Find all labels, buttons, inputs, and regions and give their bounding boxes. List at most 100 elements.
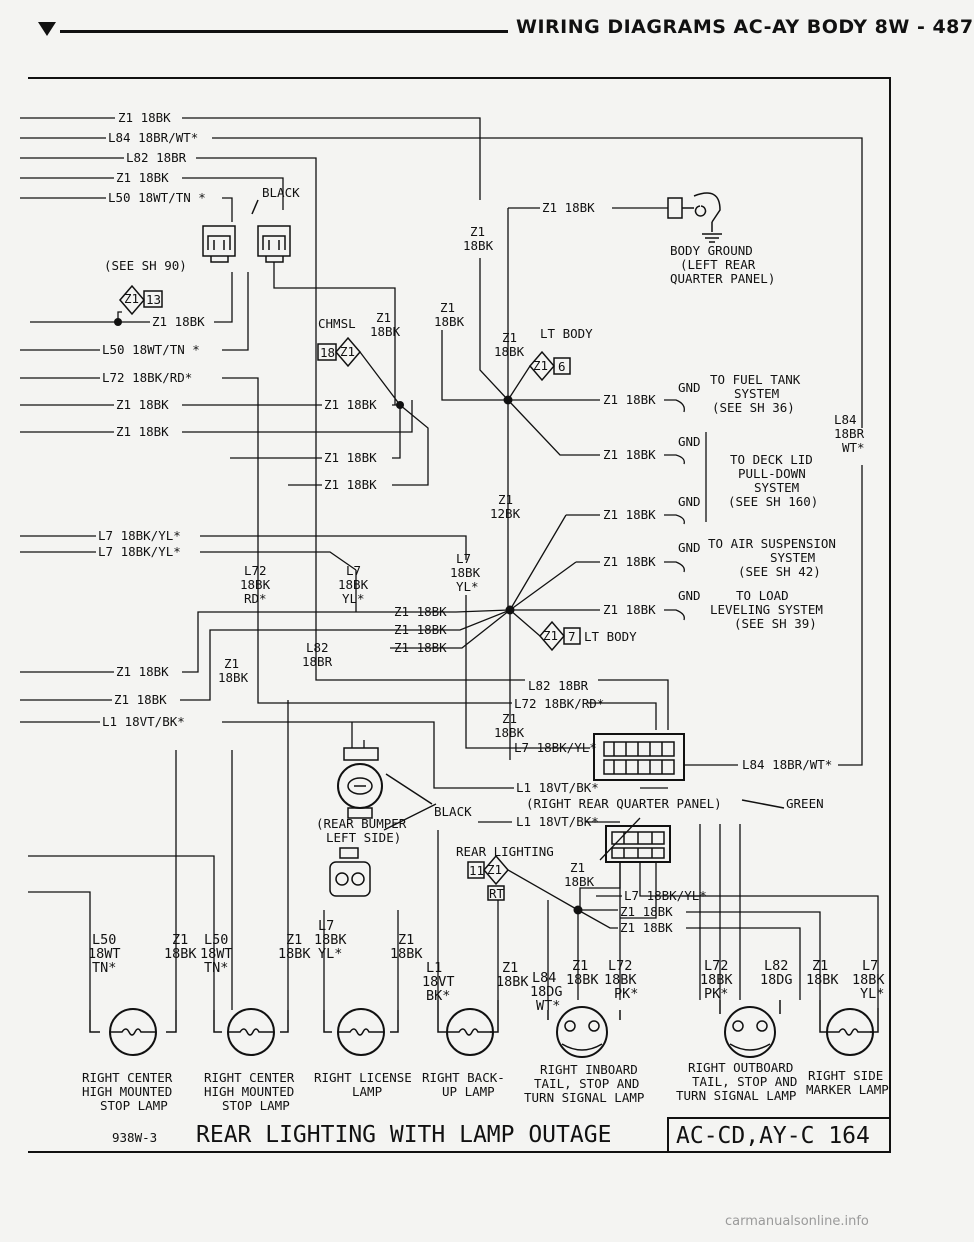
fuel-label-1: TO FUEL TANK [710,372,801,387]
lamp-name-ib-1: RIGHT INBOARD [540,1062,638,1077]
ground-icon [664,609,685,621]
connector-color-green: GREEN [786,796,824,811]
splice-7: 7 [568,629,576,644]
ob-l72-gauge: 18BK [700,972,733,988]
center-z1-top-gauge: 18BK [463,238,494,253]
air-label-2: SYSTEM [770,550,815,565]
deck-ground-wire: Z1 18BK [603,447,656,462]
lt-body-lower: LT BODY [584,629,637,644]
rear-lighting-label: REAR LIGHTING [456,844,554,859]
diagram-footer: 938W-3 REAR LIGHTING WITH LAMP OUTAGE AC… [112,1117,891,1153]
chmsl-z1: Z1 [376,310,391,325]
diagram-code: AC-CD,AY-C 164 [676,1123,870,1149]
connector-color-black: BLACK [434,804,472,819]
header-arrow-icon [38,22,56,36]
bu-l1: L1 [426,960,442,976]
body-ground-label-3: QUARTER PANEL) [670,271,775,286]
ground-icon [664,399,685,413]
bu-l1-gauge: 18VT [422,974,455,990]
lt-body-upper: LT BODY [540,326,593,341]
bulb-icon [724,1006,776,1058]
right-l84-color: WT* [842,440,865,455]
splice-rt: RT [489,886,505,901]
lower-z1-gauge: 18BK [494,725,525,740]
lamp-name-bu-1: RIGHT BACK- [422,1070,505,1085]
fuel-label-2: SYSTEM [734,386,779,401]
lamp-name-rc2-2: HIGH MOUNTED [204,1084,294,1099]
right-quarter-connector [588,679,738,781]
feed-z1-b: Z1 18BK [116,424,169,439]
lamp-feed-lines [28,700,399,1010]
rear-lighting-connector: REAR LIGHTING Z1 11 RT Z1 18BK L7 18BK/Y… [437,817,879,1008]
center-z1-12-gauge: 12BK [490,506,521,521]
feed-z1-second: Z1 18BK [116,170,169,185]
connector-icon [202,225,236,257]
page-title: WIRING DIAGRAMS AC-AY BODY 8W - 487 [516,16,974,38]
rear-bumper-connector: (REAR BUMPER LEFT SIDE) BLACK (RIGHT REA… [316,722,824,897]
connector-icon [257,225,291,257]
lamp-name-bu-2: UP LAMP [442,1084,495,1099]
rc2-l50: L50 [204,932,228,948]
deck-ground-wire-2: Z1 18BK [603,507,656,522]
lamp-name-rc1-3: STOP LAMP [100,1098,168,1113]
feed-l7-a: L7 18BK/YL* [98,528,181,543]
feed-z1-c: Z1 18BK [116,664,169,679]
arrow-icon [741,799,785,809]
gnd-load: GND [678,588,701,603]
mid-l7-color: YL* [342,591,365,606]
load-label-1: TO LOAD [736,588,789,603]
center-z1-mid-gauge: 18BK [494,344,525,359]
load-label-3: (SEE SH 39) [734,616,817,631]
diagram-frame [28,77,891,1153]
lic-z1-gauge: 18BK [390,946,423,962]
see-sh-90: (SEE SH 90) [104,258,187,273]
feed-z1-top: Z1 18BK [118,110,171,125]
lic-l7-color: YL* [318,946,342,962]
lamp-name-sm-2: MARKER LAMP [806,1082,889,1097]
air-ground-wire: Z1 18BK [603,554,656,569]
ob-l82: L82 [764,958,788,974]
mid-z1-gauge: 18BK [218,670,249,685]
splice-dot [396,401,404,409]
ib-z1-gauge: 18BK [566,972,599,988]
feed-l72: L72 18BK/RD* [102,370,192,385]
chmsl-label: CHMSL [318,316,356,331]
ib-l72-color: PK* [614,986,638,1002]
center-z1-mid: Z1 [502,330,517,345]
feed-l50-top: L50 18WT/TN * [108,190,206,205]
lamp-name-lic-1: RIGHT LICENSE [314,1070,412,1085]
splice-z1-6: Z1 [533,358,548,373]
sm-l7-gauge: 18BK [852,972,885,988]
ground-icon [664,561,685,573]
lamp-bulbs [89,1000,879,1058]
ib-l84-color: WT* [536,998,560,1014]
ob-z1: Z1 [812,958,828,974]
arrow-icon [385,773,433,805]
lamp-name-rc1-2: HIGH MOUNTED [82,1084,172,1099]
rc2-z1-gauge: 18BK [278,946,311,962]
fuel-label-3: (SEE SH 36) [712,400,795,415]
mid-l7-b-color: YL* [456,579,479,594]
lamp-name-rc1-1: RIGHT CENTER [82,1070,173,1085]
ob-l72-color: PK* [704,986,728,1002]
chmsl-z1-gauge-b: 18BK [434,314,465,329]
rc1-z1-gauge: 18BK [164,946,197,962]
rc2-gauge: 18WT [200,946,233,962]
ground-icon [664,514,685,525]
lamp-wire-labels: L50 18WT TN* Z1 18BK L50 18WT TN* Z1 18B… [88,918,885,1014]
ib-l84: L84 [532,970,556,986]
mid-l82: L82 [306,640,329,655]
z1-18bk-lower-c: Z1 18BK [394,640,447,655]
feed-l84: L84 18BR/WT* [108,130,198,145]
body-ground-label-2: (LEFT REAR [680,257,756,272]
sm-l7: L7 [862,958,878,974]
l72-18bkrd-label: L72 18BK/RD* [514,696,604,711]
l1-18vtbk-lower: L1 18VT/BK* [516,814,599,829]
rc2-color: TN* [204,960,228,976]
lamp-name-ib-2: TAIL, STOP AND [534,1076,639,1091]
splice-z1-13: Z1 [124,291,139,306]
body-ground-wire: Z1 18BK [542,200,595,215]
z1-18bk-chmsl-a: Z1 18BK [324,397,377,412]
z1-18bk-rl-b: Z1 18BK [620,920,673,935]
z1-18bk-rl-a: Z1 18BK [620,904,673,919]
